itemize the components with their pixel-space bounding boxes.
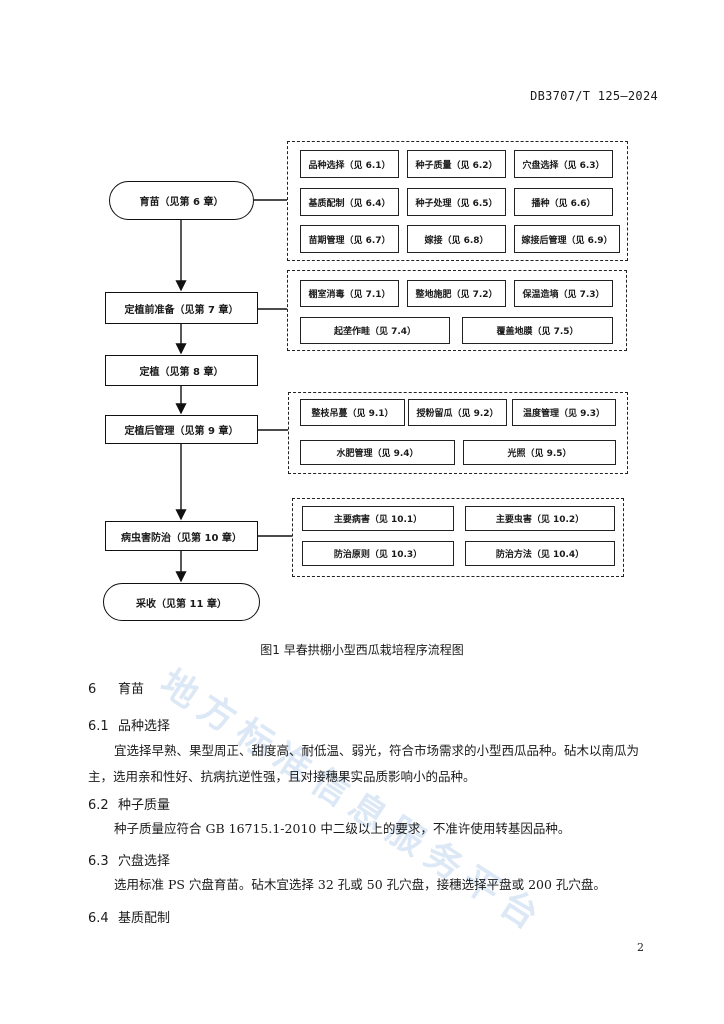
section-heading: 6.1 品种选择 [88,715,170,734]
flow-item: 保温造墒（见 7.3） [514,280,613,307]
flow-item: 主要虫害（见 10.2） [465,506,615,531]
paragraph: 选用标准 PS 穴盘育苗。砧木宜选择 32 孔或 50 孔穴盘，接穗选择平盘或 … [114,877,606,892]
section-heading: 6.4 基质配制 [88,907,170,926]
flow-step-planting: 定植（见第 8 章） [105,355,258,386]
flow-step-pest-control: 病虫害防治（见第 10 章） [105,521,258,551]
flow-item: 水肥管理（见 9.4） [300,440,455,465]
watermark: 地方标准信息服务平台 [152,662,553,943]
flow-item: 播种（见 6.6） [514,188,613,216]
flow-step-pre-planting: 定植前准备（见第 7 章） [105,292,258,324]
flow-item: 起垄作畦（见 7.4） [300,317,450,344]
section-title: 基质配制 [118,911,171,926]
flow-item: 嫁接后管理（见 6.9） [514,225,620,253]
flow-item: 苗期管理（见 6.7） [300,225,399,253]
flow-item: 基质配制（见 6.4） [300,188,399,216]
section-number: 6.3 [88,854,109,869]
flow-item: 品种选择（见 6.1） [300,150,399,178]
flow-item: 授粉留瓜（见 9.2） [408,399,507,426]
section-number: 6.2 [88,798,109,813]
flow-item: 穴盘选择（见 6.3） [514,150,613,178]
flow-item: 整枝吊蔓（见 9.1） [300,399,405,426]
flow-group-post-planting [288,392,628,474]
flow-item: 防治方法（见 10.4） [465,541,615,566]
flow-item: 整地施肥（见 7.2） [407,280,506,307]
section-title: 品种选择 [118,719,171,734]
flow-item: 主要病害（见 10.1） [302,506,454,531]
document-code: DB3707/T 125—2024 [530,89,658,103]
figure-caption: 图1 早春拱棚小型西瓜栽培程序流程图 [260,643,464,657]
section-heading: 6.3 穴盘选择 [88,850,170,869]
section-heading: 6 育苗 [88,678,144,697]
flow-step-seedling: 育苗（见第 6 章） [109,181,254,220]
flow-item: 覆盖地膜（见 7.5） [462,317,613,344]
flow-step-post-planting: 定植后管理（见第 9 章） [105,415,258,444]
paragraph: 宜选择早熟、果型周正、甜度高、耐低温、弱光，符合市场需求的小型西瓜品种。砧木以南… [88,743,640,784]
section-title: 种子质量 [118,798,171,813]
page-number: 2 [637,941,644,954]
section-number: 6 [88,682,97,697]
section-heading: 6.2 种子质量 [88,794,170,813]
flow-group-pre-planting [287,270,627,351]
flow-item: 温度管理（见 9.3） [512,399,616,426]
flow-item: 光照（见 9.5） [463,440,616,465]
paragraph: 种子质量应符合 GB 16715.1-2010 中二级以上的要求，不准许使用转基… [114,821,571,836]
flow-step-harvest: 采收（见第 11 章） [103,583,260,621]
flow-item: 种子质量（见 6.2） [407,150,506,178]
section-number: 6.4 [88,911,109,926]
section-title: 穴盘选择 [118,854,171,869]
flow-group-pest-control [292,498,624,577]
flow-item: 嫁接（见 6.8） [407,225,506,253]
flow-connectors [175,199,292,583]
section-title: 育苗 [118,682,145,697]
flow-group-seedling [287,141,628,261]
flow-item: 防治原则（见 10.3） [302,541,454,566]
flow-item: 棚室消毒（见 7.1） [300,280,399,307]
section-number: 6.1 [88,719,109,734]
flow-item: 种子处理（见 6.5） [407,188,506,216]
